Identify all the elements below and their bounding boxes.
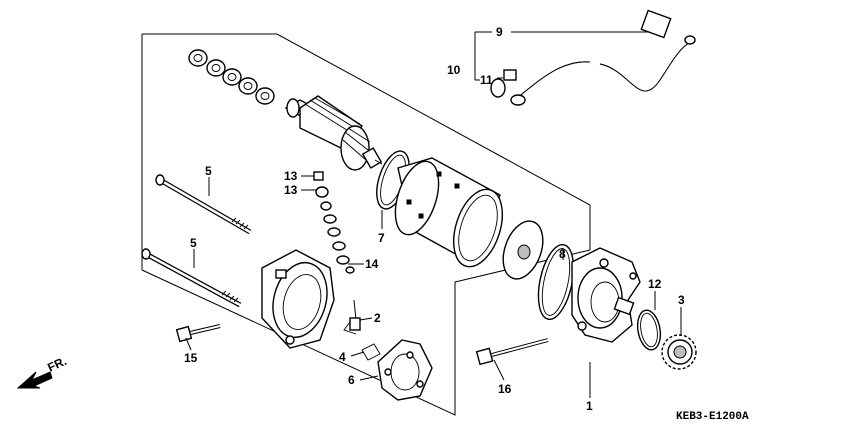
bolt-16 <box>475 338 549 366</box>
front-cover <box>571 247 641 343</box>
brush-2 <box>343 299 361 335</box>
bolt-15 <box>175 324 221 343</box>
front-arrow-icon <box>16 371 53 389</box>
callout-5-lower: 5 <box>190 236 197 250</box>
callout-labels: 1 2 3 4 5 5 6 7 8 9 10 11 12 13 13 14 15… <box>184 25 685 413</box>
through-bolt-lower <box>141 248 242 308</box>
brush-spring-4 <box>361 343 381 361</box>
callout-11: 11 <box>480 73 493 87</box>
callout-9: 9 <box>496 25 503 39</box>
callout-8: 8 <box>559 247 566 261</box>
callout-6: 6 <box>348 373 355 387</box>
motor-case <box>394 157 504 268</box>
o-ring-12 <box>636 309 662 351</box>
drawing-code: KEB3-E1200A <box>676 411 749 423</box>
insulator-disc <box>502 220 544 280</box>
callout-13-lower: 13 <box>284 183 298 197</box>
callout-4: 4 <box>339 350 346 364</box>
armature <box>284 95 383 171</box>
through-bolt-upper <box>155 174 252 235</box>
brush-holder-6 <box>377 339 433 401</box>
callout-10: 10 <box>447 63 461 77</box>
callout-13-upper: 13 <box>284 169 298 183</box>
callout-3: 3 <box>678 293 685 307</box>
leader-lines <box>185 31 682 398</box>
starter-cable <box>510 9 696 106</box>
drive-gear-3 <box>661 334 697 370</box>
callout-5-upper: 5 <box>205 164 212 178</box>
rear-cover <box>261 249 335 349</box>
cable-terminal-nut-11 <box>490 69 517 98</box>
callout-14: 14 <box>365 257 379 271</box>
front-label: FR. <box>45 354 68 375</box>
callout-16: 16 <box>498 382 512 396</box>
callout-2: 2 <box>374 311 381 325</box>
callout-7: 7 <box>378 231 385 245</box>
terminal-nut-stack <box>313 171 355 274</box>
callout-15: 15 <box>184 351 198 365</box>
callout-12: 12 <box>648 277 662 291</box>
callout-1: 1 <box>586 399 593 413</box>
shim-washer-set <box>188 49 275 105</box>
